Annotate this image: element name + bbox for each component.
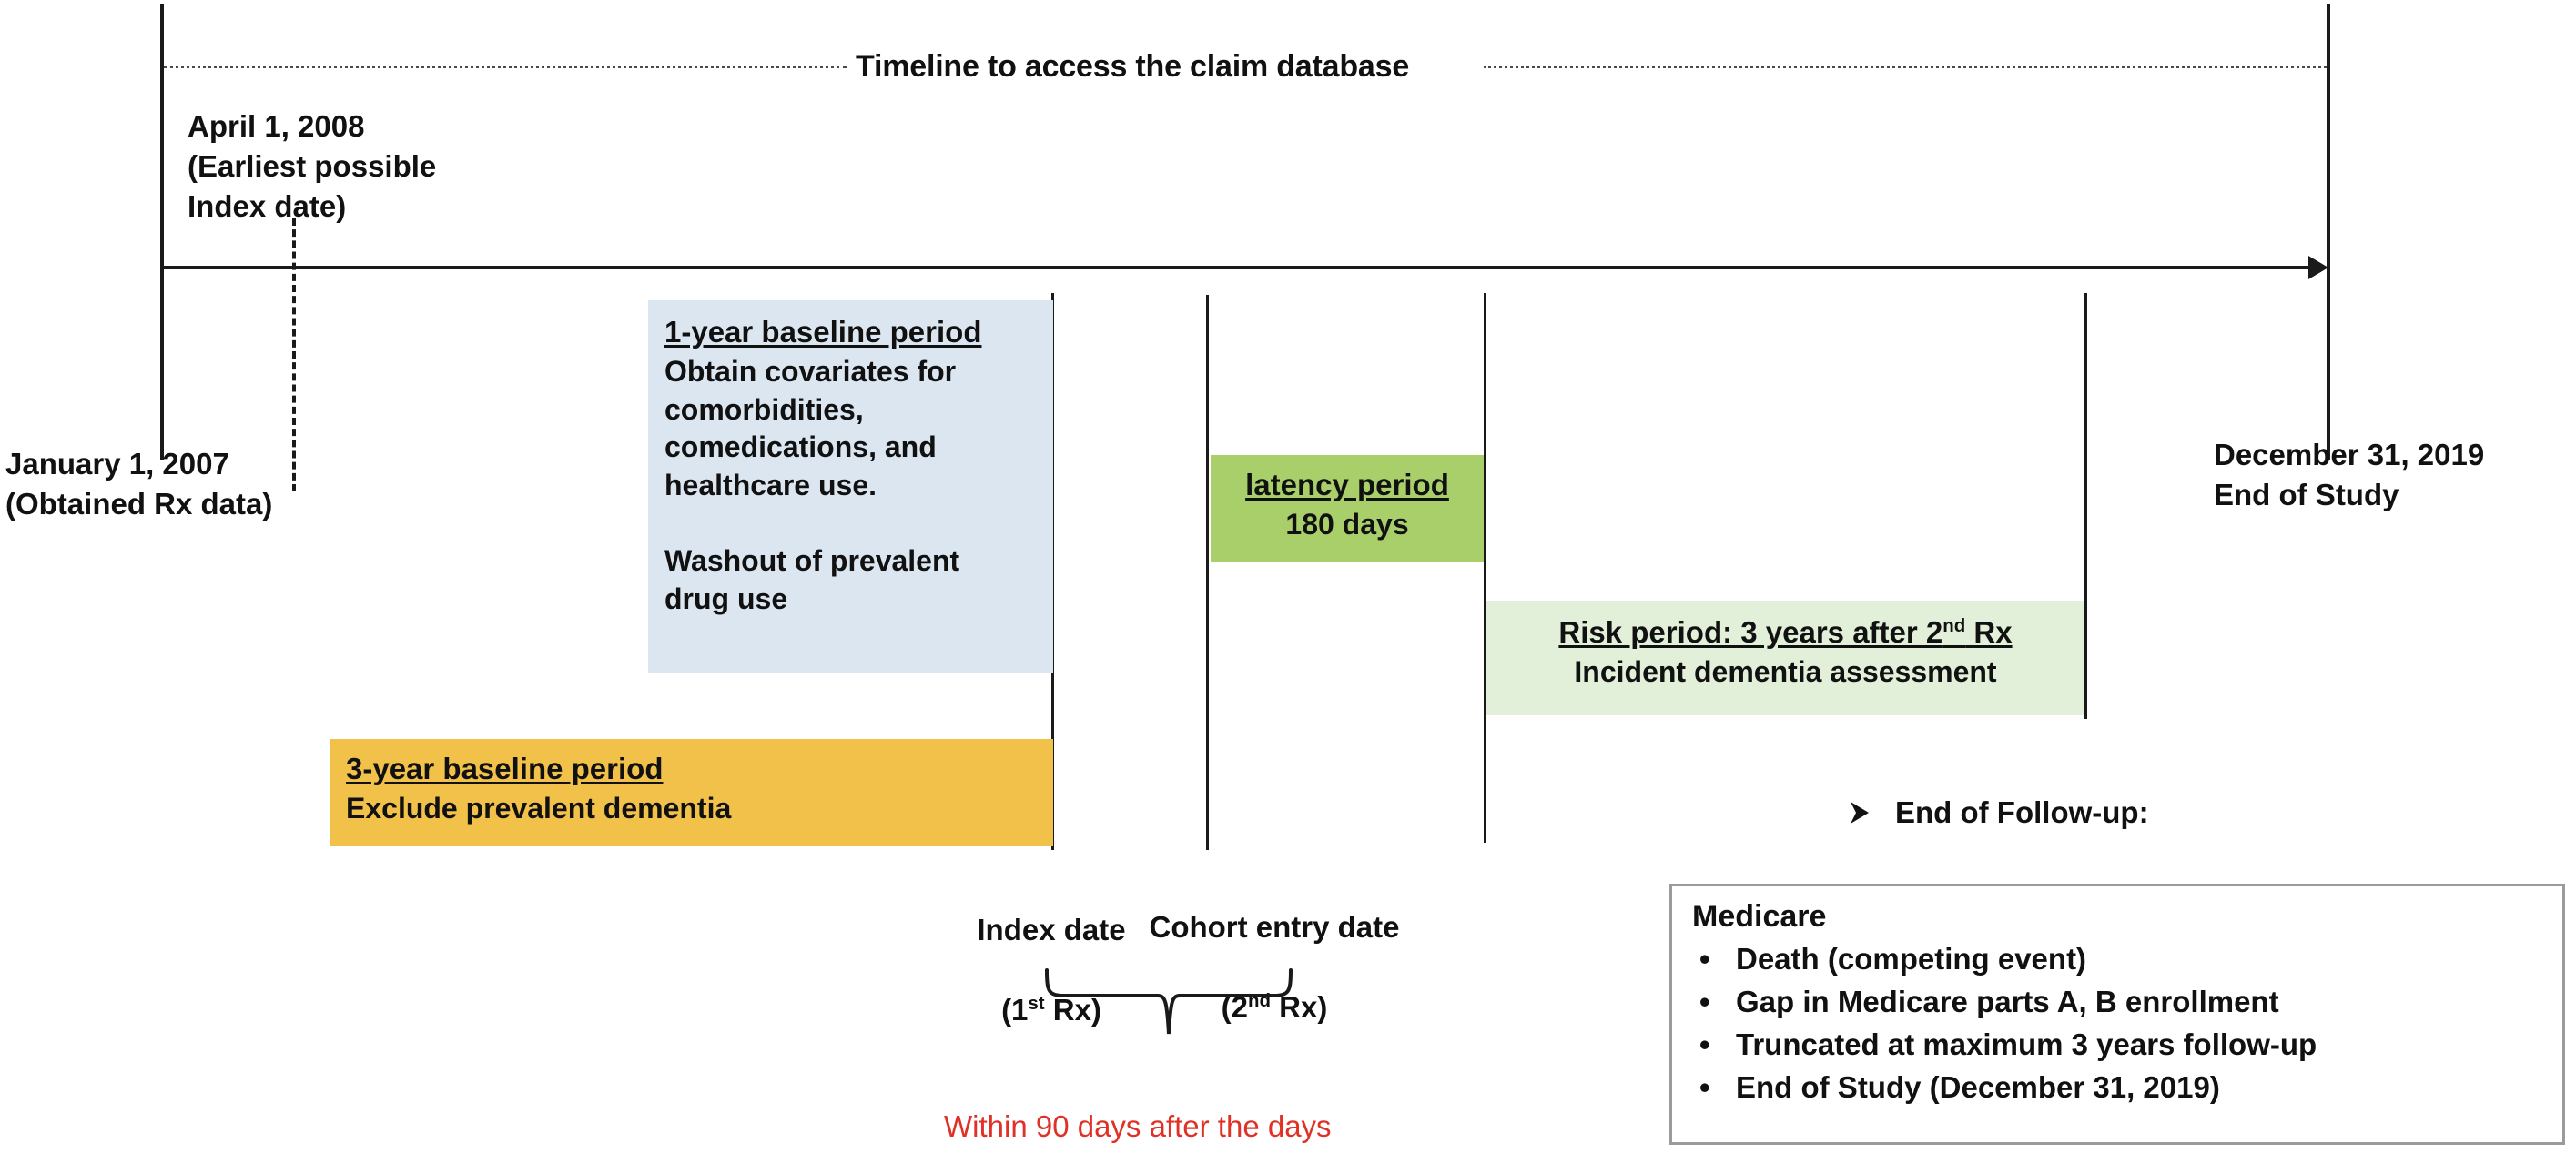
list-item-label: Truncated at maximum 3 years follow-up	[1736, 1027, 2317, 1061]
study-start-label: January 1, 2007 (Obtained Rx data)	[5, 447, 273, 521]
risk-period-body: Incident dementia assessment	[1574, 655, 1997, 689]
list-item-label: Gap in Medicare parts A, B enrollment	[1736, 984, 2279, 1018]
bullet-icon: •	[1699, 984, 1710, 1018]
three-year-baseline-body: Exclude prevalent dementia	[346, 792, 732, 825]
timeline-end-boundary-line	[2327, 4, 2330, 460]
one-year-baseline-title: 1-year baseline period	[664, 315, 982, 349]
index-date-marker-line1: Index date	[977, 912, 1126, 946]
list-item-label: End of Study (December 31, 2019)	[1736, 1069, 2220, 1104]
risk-period-end-boundary-line	[2084, 293, 2087, 719]
arrow-bullet-icon	[1848, 799, 1871, 826]
list-item: • End of Study (December 31, 2019)	[1692, 1067, 2544, 1109]
risk-period-title-ordinal: nd	[1942, 615, 1966, 636]
latency-period-body: 180 days	[1285, 508, 1409, 541]
latency-period-box: latency period 180 days	[1211, 455, 1484, 562]
medicare-censoring-list: • Death (competing event) • Gap in Medic…	[1692, 938, 2544, 1108]
medicare-follow-up-panel: Medicare • Death (competing event) • Gap…	[1669, 884, 2565, 1145]
list-item: • Death (competing event)	[1692, 938, 2544, 981]
latency-period-title: latency period	[1245, 468, 1449, 501]
cohort-entry-marker-line1: Cohort entry date	[1149, 909, 1400, 944]
timeline-axis-arrowhead	[2308, 256, 2328, 279]
index-date-ordinal: st	[1028, 992, 1045, 1014]
timeline-start-boundary-line	[160, 4, 164, 460]
index-date-marker-label: Index date (1st Rx)	[847, 870, 1256, 1069]
index-date-marker-line2: (1st Rx)	[847, 990, 1256, 1030]
earliest-index-date-dashed-line	[292, 218, 296, 491]
title-leader-left	[164, 66, 847, 68]
study-end-label: December 31, 2019 End of Study	[2214, 438, 2485, 511]
list-item-label: Death (competing event)	[1736, 942, 2087, 976]
index-date-rx: Rx)	[1044, 992, 1101, 1027]
risk-period-title: Risk period: 3 years after 2nd Rx	[1558, 613, 2012, 652]
cohort-entry-rx: Rx)	[1270, 989, 1328, 1024]
end-of-follow-up-heading: End of Follow-up:	[1848, 795, 2149, 830]
timeline-axis	[160, 266, 2314, 269]
ninety-day-brace	[1045, 968, 1293, 1035]
three-year-baseline-title: 3-year baseline period	[346, 752, 664, 785]
bullet-icon: •	[1699, 942, 1710, 976]
three-year-baseline-period-box: 3-year baseline period Exclude prevalent…	[330, 739, 1053, 846]
medicare-panel-title: Medicare	[1692, 899, 1827, 934]
risk-period-box: Risk period: 3 years after 2nd Rx Incide…	[1486, 601, 2084, 715]
risk-period-title-pre: Risk period: 3 years after 2	[1558, 615, 1943, 649]
ninety-day-note-line1: Within 90 days after the days	[944, 1108, 1332, 1143]
figure-title: Timeline to access the claim database	[856, 49, 1410, 84]
one-year-baseline-body: Obtain covariates for comorbidities, com…	[664, 355, 960, 615]
cohort-entry-boundary-line	[1206, 295, 1209, 850]
one-year-baseline-period-box: 1-year baseline period Obtain covariates…	[648, 300, 1053, 673]
list-item: • Truncated at maximum 3 years follow-up	[1692, 1024, 2544, 1067]
cohort-entry-marker-label: Cohort entry date (2nd Rx)	[1074, 867, 1475, 1067]
ninety-day-note: Within 90 days after the days supply of …	[944, 1067, 1332, 1174]
bullet-icon: •	[1699, 1069, 1710, 1104]
index-date-paren-open: (1	[1001, 992, 1029, 1027]
title-leader-right	[1484, 66, 2327, 68]
latency-end-boundary-line	[1484, 293, 1486, 843]
risk-period-title-post: Rx	[1965, 615, 2013, 649]
earliest-index-date-label: April 1, 2008 (Earliest possible Index d…	[188, 109, 437, 223]
end-of-follow-up-label: End of Follow-up:	[1895, 795, 2149, 829]
list-item: • Gap in Medicare parts A, B enrollment	[1692, 981, 2544, 1024]
bullet-icon: •	[1699, 1027, 1710, 1061]
